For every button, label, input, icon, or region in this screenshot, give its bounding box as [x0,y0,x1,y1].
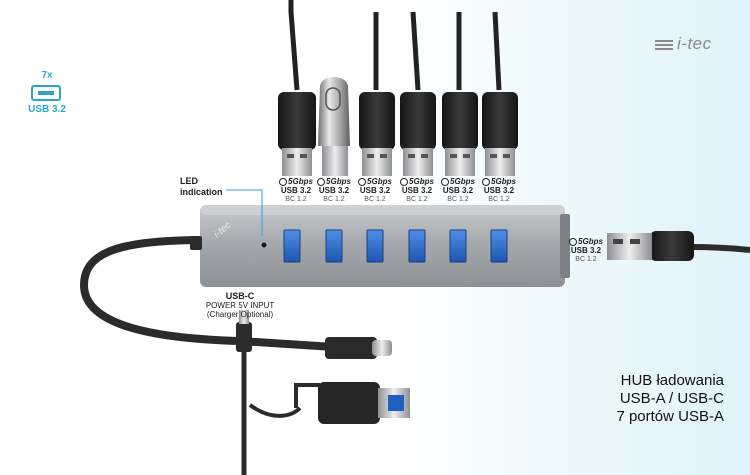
side-port-label: 5Gbps USB 3.2 BC 1.2 [569,237,603,263]
speed-icon [482,177,491,186]
top-cable-1 [278,0,316,176]
top-cable-4 [400,11,436,176]
speed-icon [358,177,367,186]
speed-icon [279,177,288,186]
usb-a-adapter [318,382,410,424]
hub-ports [283,229,508,263]
top-cable-6 [482,11,518,176]
led-pointer [226,189,263,236]
hub-cable [79,236,338,351]
speed-icon [569,237,578,246]
port-label-2: 5Gbps USB 3.2 BC 1.2 [317,177,351,203]
top-cable-3 [359,12,395,176]
port-label-3: 5Gbps USB 3.2 BC 1.2 [358,177,392,203]
speed-icon [317,177,326,186]
port-count-badge: 7x [41,70,53,81]
port-label-1: 5Gbps USB 3.2 BC 1.2 [279,177,313,203]
usb-port-icon [31,85,61,101]
brand-logo: i-tec [655,34,712,54]
flash-drive [318,77,350,176]
led-indication-label: LED indication [180,176,223,197]
port-type-badge: USB 3.2 [28,104,66,115]
usb-c-plug [325,337,392,359]
product-headline: HUB ładowania USB-A / USB-C 7 portów USB… [616,372,724,425]
port-label-6: 5Gbps USB 3.2 BC 1.2 [482,177,516,203]
speed-icon [400,177,409,186]
power-input-label: USB-C POWER 5V INPUT (Charger Optional) [205,291,275,320]
brand-mark-icon [655,38,673,52]
port-label-5: 5Gbps USB 3.2 BC 1.2 [441,177,475,203]
speed-icon [441,177,450,186]
port-label-4: 5Gbps USB 3.2 BC 1.2 [400,177,434,203]
uplink-cable [607,231,750,261]
top-cable-5 [442,12,478,176]
adapter-leash [294,383,320,408]
